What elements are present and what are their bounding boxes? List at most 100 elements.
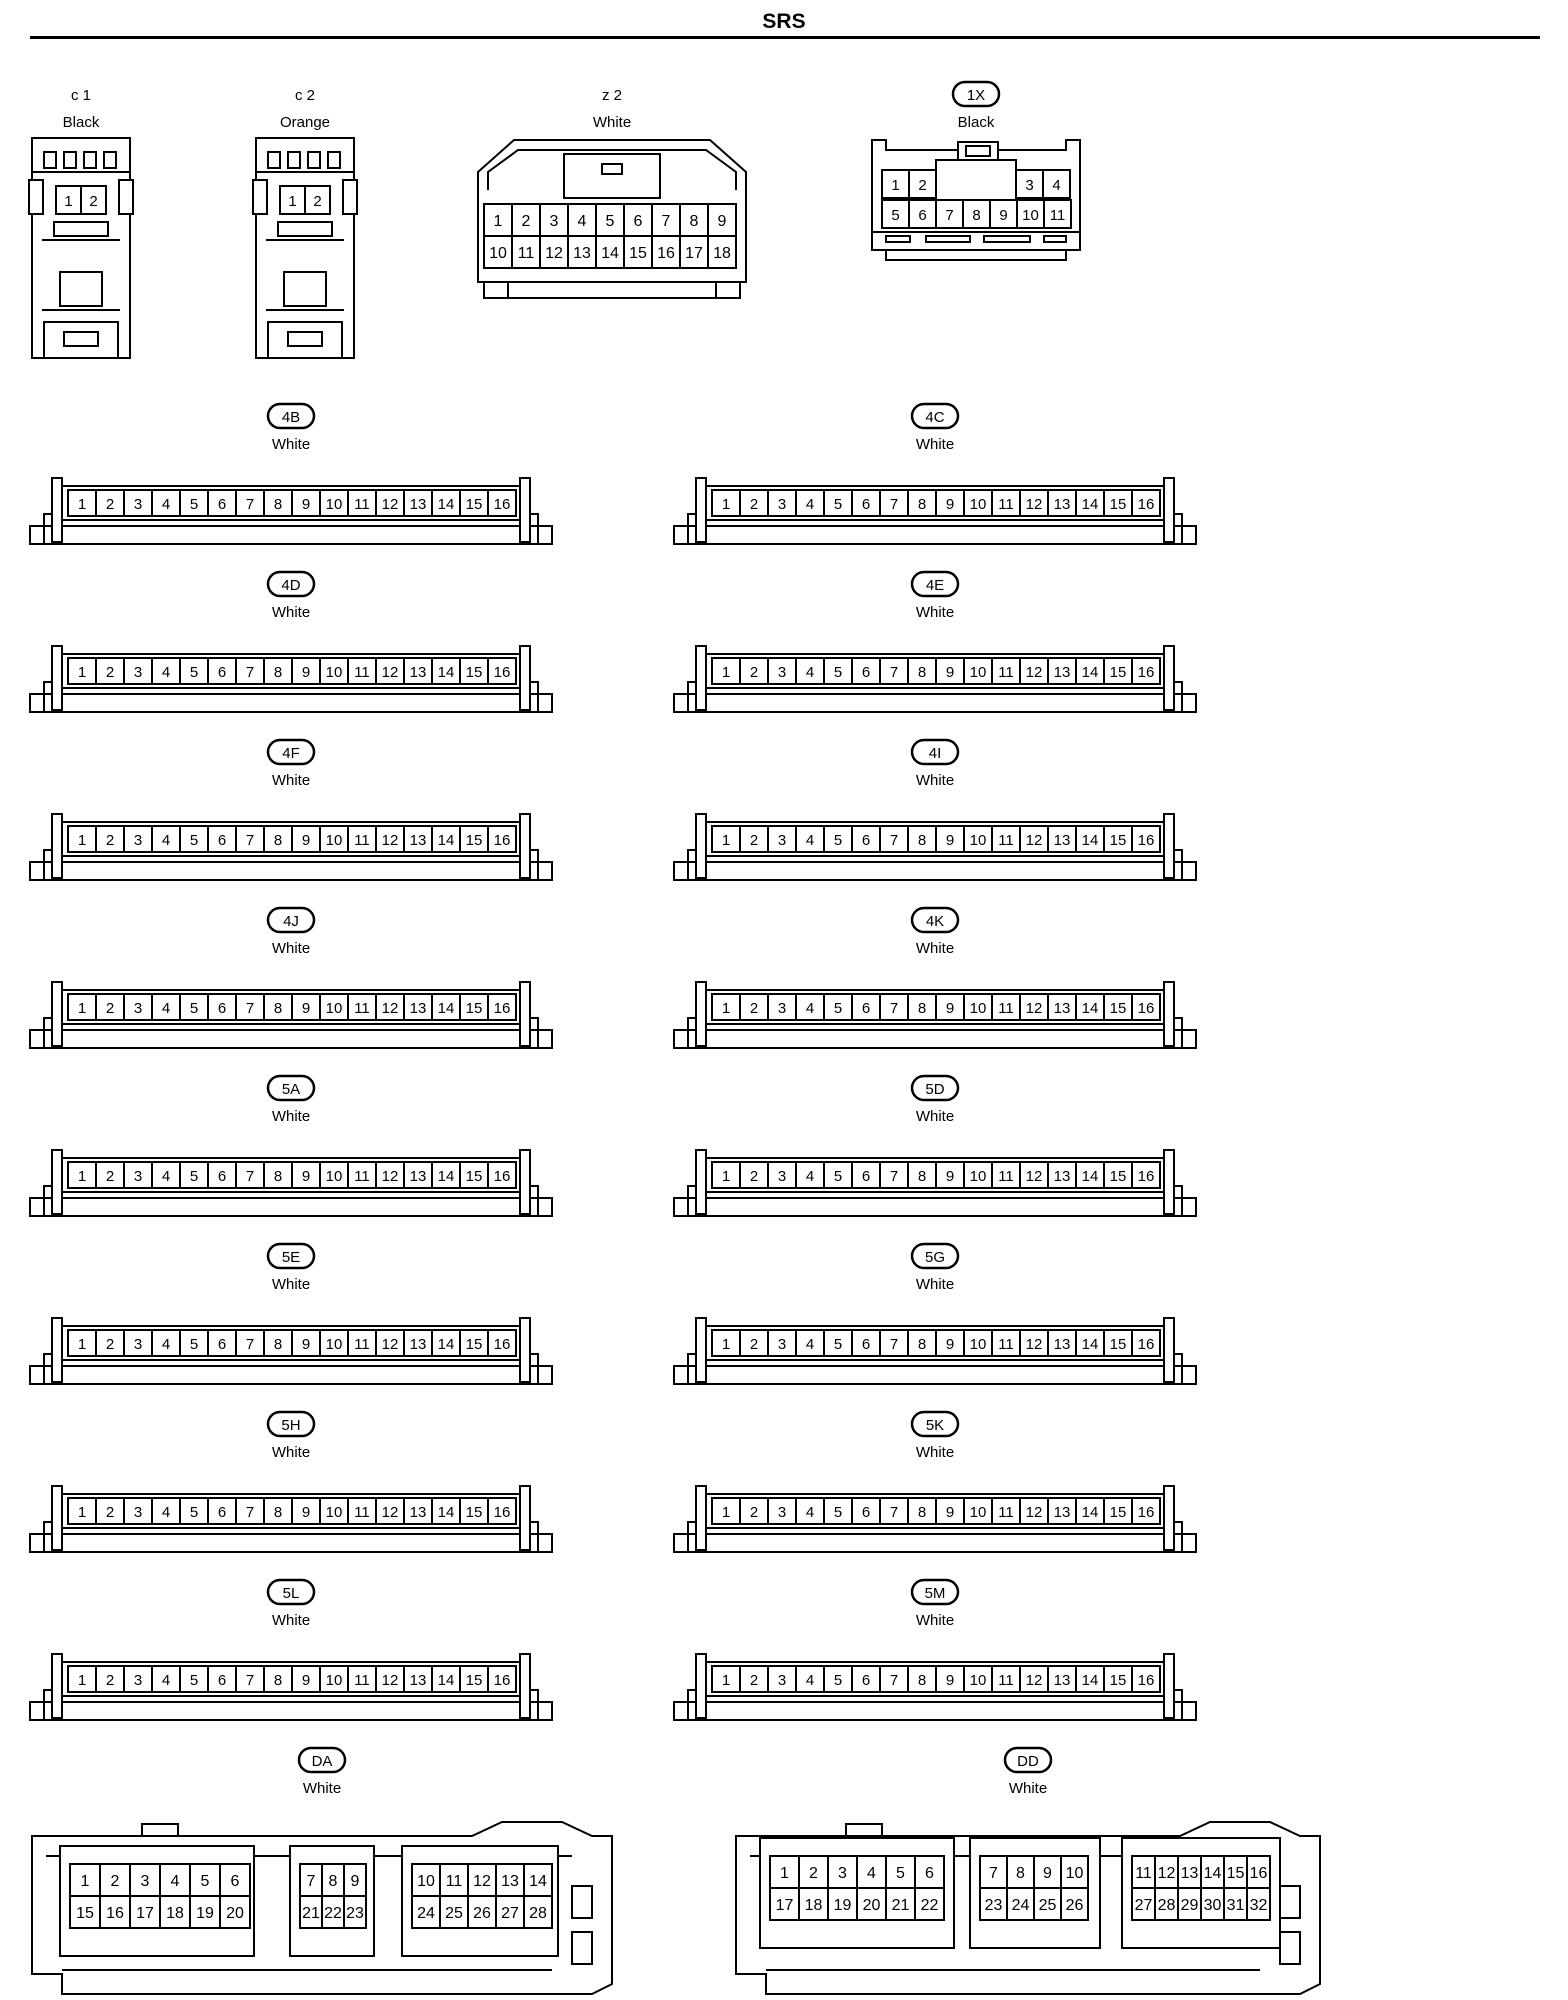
pin-cell: 1	[69, 1863, 101, 1897]
pin-number: 9	[946, 1336, 954, 1353]
pin-box	[1131, 489, 1161, 517]
pin-number: 14	[1082, 832, 1099, 849]
connector-color: White	[916, 940, 954, 957]
pin-box	[963, 993, 993, 1021]
housing-outline	[59, 271, 103, 307]
pin-number: 3	[778, 1504, 786, 1521]
pin-cell: 24	[1006, 1887, 1035, 1921]
pin-number: 11	[998, 1672, 1014, 1689]
pin-number: 8	[918, 1168, 926, 1185]
pin-number: 5	[201, 1873, 210, 1890]
connector-code: 4F	[282, 745, 300, 762]
pin-cell: 8	[321, 1863, 345, 1897]
pin-cell: 16	[487, 1665, 517, 1693]
pin-box	[739, 657, 769, 685]
pin-number: 1	[64, 193, 72, 210]
pin-number: 1	[780, 1865, 789, 1882]
pin-cell: 8	[679, 203, 709, 237]
pin-number: 24	[417, 1905, 435, 1922]
pin-cell: 16	[487, 1161, 517, 1189]
pin-cell: 10	[963, 1161, 993, 1189]
pin-cell: 4	[795, 1665, 825, 1693]
pin-number: 1	[722, 1000, 730, 1017]
pin-box	[1042, 169, 1071, 199]
pin-cell: 5	[179, 1497, 209, 1525]
pin-cell: 4	[795, 993, 825, 1021]
pin-box	[1131, 1329, 1161, 1357]
pin-number: 8	[918, 1336, 926, 1353]
connector-code: 4E	[926, 577, 944, 594]
pin-cell: 5	[179, 489, 209, 517]
pin-box	[189, 1895, 221, 1929]
connector-color: White	[916, 1444, 954, 1461]
pin-cell: 12	[375, 993, 405, 1021]
pin-number: 1	[722, 664, 730, 681]
pin-cell: 12	[375, 657, 405, 685]
pin-number: 2	[111, 1873, 120, 1890]
pin-number: 31	[1227, 1897, 1245, 1914]
pin-cell: 3	[123, 993, 153, 1021]
housing-outline	[53, 221, 109, 237]
pin-box	[95, 1665, 125, 1693]
pin-cell: 9	[935, 1161, 965, 1189]
pin-number: 12	[1026, 1000, 1043, 1017]
page-title: SRS	[762, 10, 806, 33]
pin-cell: 16	[1246, 1855, 1271, 1889]
pin-number: 3	[838, 1865, 847, 1882]
pin-cell: 1	[67, 489, 97, 517]
pin-box	[291, 1665, 321, 1693]
pin-box	[651, 235, 681, 269]
pin-number: 12	[473, 1873, 491, 1890]
pin-cell: 4	[151, 1161, 181, 1189]
pin-number: 10	[489, 245, 507, 262]
pin-number: 12	[1026, 1168, 1043, 1185]
housing-outline	[695, 1149, 707, 1215]
pin-number: 8	[274, 832, 282, 849]
pin-number: 27	[501, 1905, 519, 1922]
pin-number: 13	[1054, 1672, 1071, 1689]
pin-box	[963, 1161, 993, 1189]
pin-cell: 9	[935, 1329, 965, 1357]
pin-cell: 15	[1103, 993, 1133, 1021]
pin-number: 16	[1138, 1672, 1155, 1689]
pin-number: 9	[351, 1873, 360, 1890]
pin-box	[375, 1161, 405, 1189]
pin-number: 5	[834, 1672, 842, 1689]
pin-box	[1043, 199, 1072, 229]
pin-box	[795, 657, 825, 685]
pin-number: 17	[776, 1897, 794, 1914]
housing-outline	[29, 1533, 553, 1553]
housing-outline	[51, 981, 63, 1047]
pin-cell: 16	[487, 1497, 517, 1525]
pin-number: 9	[1043, 1865, 1052, 1882]
housing-outline	[695, 981, 707, 1047]
pin-cell: 3	[123, 489, 153, 517]
pin-cell: 5	[823, 825, 853, 853]
pin-number: 14	[438, 1672, 455, 1689]
pin-number: 10	[326, 496, 343, 513]
pin-cell: 6	[219, 1863, 251, 1897]
pin-cell: 9	[291, 993, 321, 1021]
pin-number: 3	[134, 664, 142, 681]
pin-number: 2	[106, 1672, 114, 1689]
pin-number: 13	[410, 496, 427, 513]
housing-outline	[695, 1653, 707, 1719]
pin-number: 6	[862, 1336, 870, 1353]
pin-number: 15	[466, 1000, 483, 1017]
pin-box	[67, 1665, 97, 1693]
pin-number: 3	[778, 1168, 786, 1185]
pin-box	[567, 235, 597, 269]
housing-outline	[1163, 1485, 1175, 1551]
pin-box	[347, 1665, 377, 1693]
pin-number: 7	[890, 496, 898, 513]
connector-color: White	[272, 1444, 310, 1461]
pin-cell: 14	[431, 1497, 461, 1525]
pin-number: 9	[946, 1672, 954, 1689]
housing-outline	[571, 1931, 593, 1965]
pin-number: 23	[346, 1905, 364, 1922]
pin-box	[347, 657, 377, 685]
